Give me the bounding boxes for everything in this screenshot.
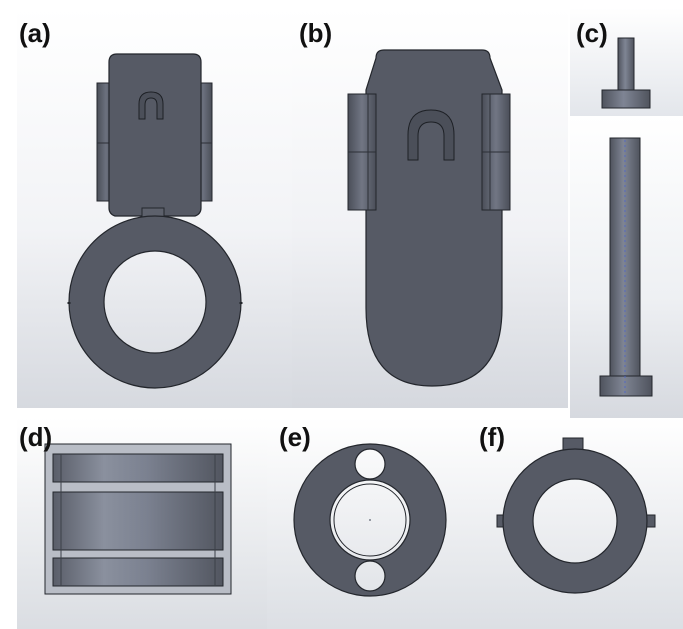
panel-c: (c): [570, 8, 683, 418]
bracket-plate-drawing: [292, 8, 568, 408]
panel-d-label: (d): [19, 422, 53, 452]
panel-a-label: (a): [19, 18, 51, 48]
panel-e-label: (e): [279, 422, 311, 452]
panel-f: (f): [467, 418, 683, 629]
panel-a: (a): [17, 8, 292, 408]
panel-b: (b): [292, 8, 568, 408]
keyed-washer-drawing: [467, 418, 683, 629]
ring-with-holes-drawing: [267, 418, 467, 629]
panel-c-label: (c): [576, 18, 608, 48]
panel-d: (d): [17, 418, 267, 629]
bracket-with-ring-drawing: [17, 8, 292, 408]
pin-and-shaft-drawing: [570, 8, 683, 418]
cylinder-side-view-drawing: [17, 418, 267, 629]
panel-f-label: (f): [479, 422, 505, 452]
panel-b-label: (b): [299, 18, 333, 48]
panel-e: (e): [267, 418, 467, 629]
